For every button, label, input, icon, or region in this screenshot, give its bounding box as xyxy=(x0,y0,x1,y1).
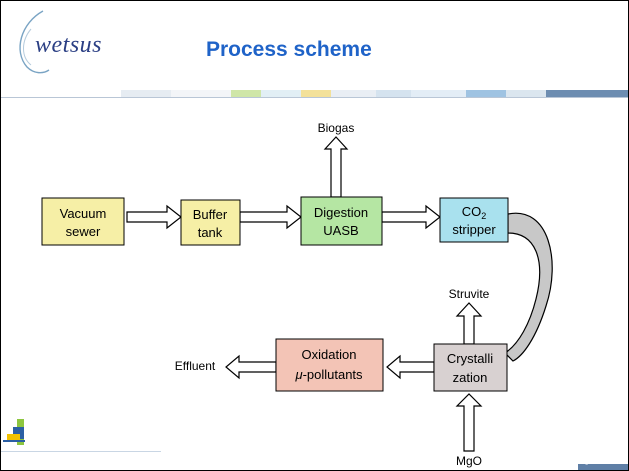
footer-logo-blue xyxy=(13,427,24,439)
box-buffer-tank: Buffer tank xyxy=(180,199,241,246)
footer-logo-yellow xyxy=(7,434,20,440)
box-digestion-uasb: Digestion UASB xyxy=(300,196,383,246)
vacuum-sewer-line1: Vacuum xyxy=(60,206,107,221)
box-co2-stripper: CO2 stripper xyxy=(439,197,509,243)
buffer-tank-line2: tank xyxy=(198,225,223,240)
arrow-oxidation-to-effluent xyxy=(225,354,277,380)
crystallization-line1: Crystalli xyxy=(447,351,493,366)
stripper-label: stripper xyxy=(452,222,496,237)
arrow-biogas xyxy=(323,136,349,198)
header-stripe xyxy=(121,90,628,98)
arrow-vacuum-to-buffer xyxy=(126,204,182,230)
logo-swoosh xyxy=(19,10,50,74)
label-biogas: Biogas xyxy=(318,121,355,135)
arrow-mgo xyxy=(455,393,483,452)
arrow-struvite xyxy=(455,302,483,345)
digestion-line1: Digestion xyxy=(314,205,368,220)
process-diagram: Vacuum sewer Buffer tank Digestion UASB … xyxy=(41,121,553,468)
vacuum-sewer-line2: sewer xyxy=(66,224,101,239)
label-mgo: MgO xyxy=(456,454,482,468)
label-effluent: Effluent xyxy=(175,359,216,373)
oxidation-line1: Oxidation xyxy=(302,347,357,362)
digestion-line2: UASB xyxy=(323,223,358,238)
buffer-tank-line1: Buffer xyxy=(193,207,228,222)
arrow-crystallization-to-oxidation xyxy=(386,354,435,380)
header-divider xyxy=(1,97,628,98)
crystallization-line2: zation xyxy=(453,370,488,385)
arrow-buffer-to-digestion xyxy=(239,204,302,230)
arrow-stripper-to-crystallization xyxy=(504,212,553,362)
box-crystallization: Crystalli zation xyxy=(433,343,508,392)
slide-number: 9 xyxy=(585,461,588,467)
arrow-digestion-to-stripper xyxy=(381,204,441,230)
wetsus-logo: wetsus xyxy=(35,32,103,58)
co2-label: CO2 xyxy=(462,204,487,221)
slide-header: wetsus Process scheme xyxy=(1,1,628,99)
box-vacuum-sewer: Vacuum sewer xyxy=(41,197,125,246)
footer-number-bar xyxy=(578,464,628,470)
label-struvite: Struvite xyxy=(449,287,490,301)
oxidation-line2: μ-pollutants xyxy=(294,367,363,382)
footer-decor xyxy=(1,419,628,470)
box-oxidation: Oxidation μ-pollutants xyxy=(275,338,384,392)
slide-title: Process scheme xyxy=(206,38,372,61)
